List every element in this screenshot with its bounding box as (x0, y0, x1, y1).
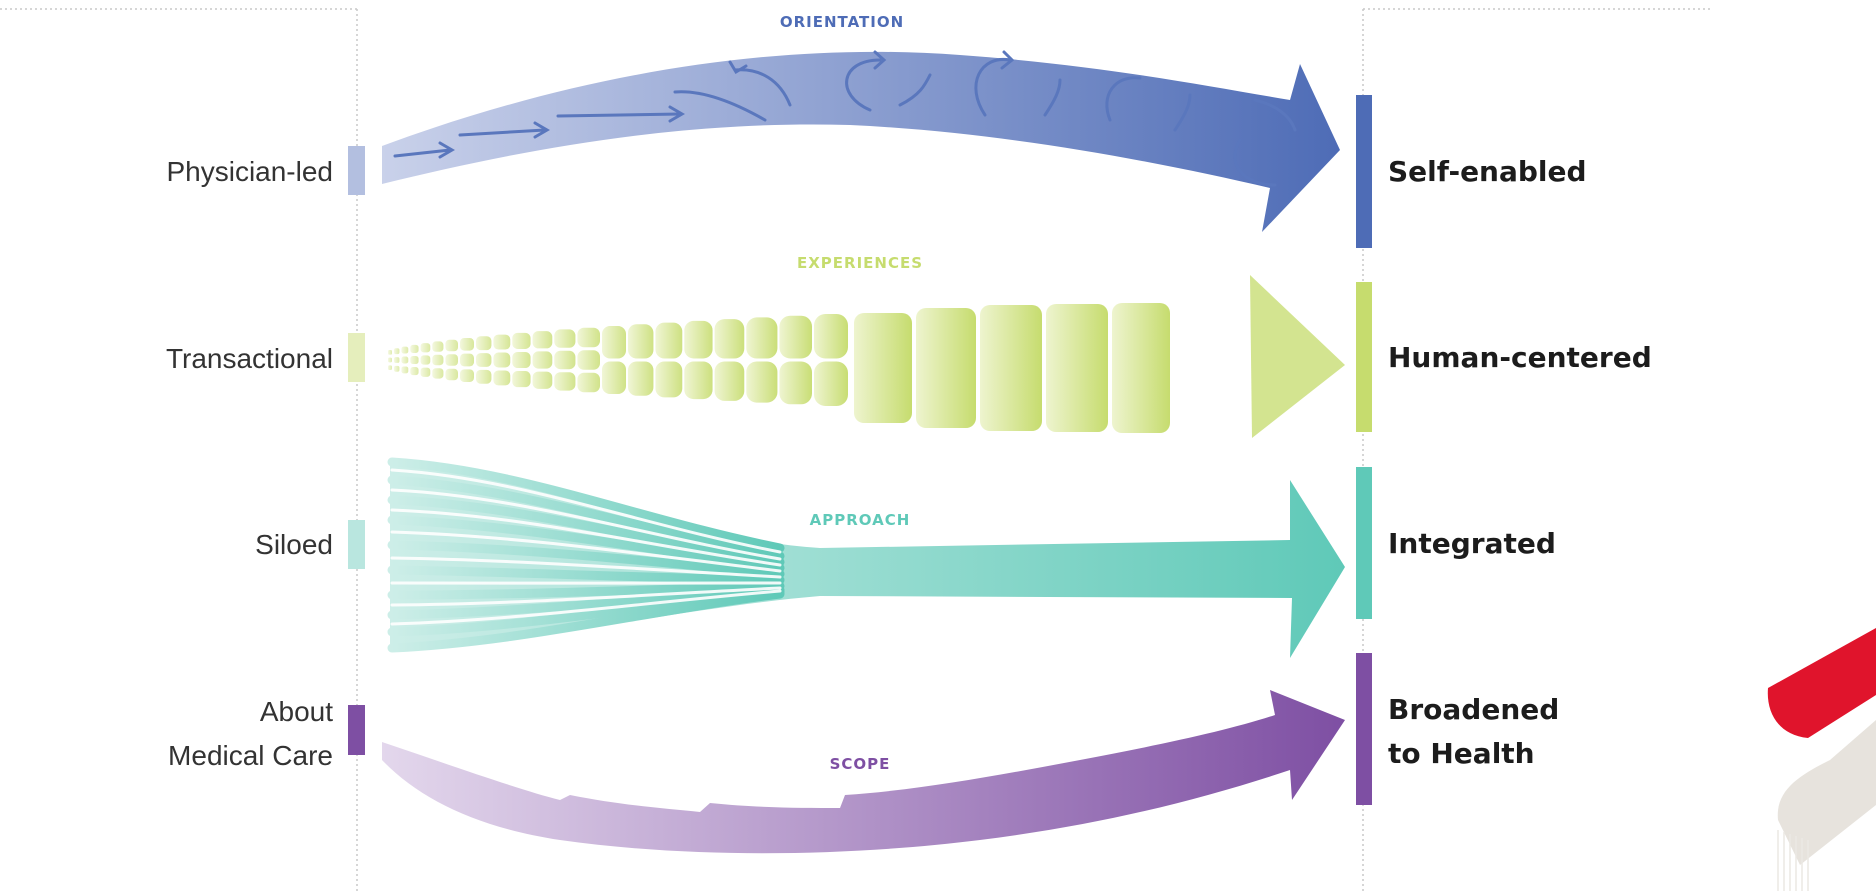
stream-title-experiences: EXPERIENCES (797, 254, 923, 272)
experience-block (577, 372, 600, 393)
label-broadened-to-health: Broadened to Health (1388, 693, 1560, 770)
left-bar-scope (348, 705, 365, 755)
experience-block (388, 357, 392, 363)
left-bars (348, 146, 365, 755)
experience-block (493, 370, 511, 386)
experience-block (394, 357, 400, 363)
experience-block (577, 350, 600, 370)
experience-block (532, 371, 553, 389)
experience-block (388, 365, 392, 370)
experience-block (814, 314, 848, 359)
experiences-arrow (388, 275, 1345, 438)
experience-block (684, 320, 713, 359)
experience-block (401, 346, 409, 354)
label-integrated: Integrated (1388, 527, 1556, 560)
experience-block (655, 361, 683, 398)
experience-block (394, 365, 400, 372)
right-bar-orientation (1356, 95, 1372, 248)
stream-title-scope: SCOPE (830, 755, 891, 773)
experience-block (854, 313, 912, 423)
experience-block (714, 319, 745, 359)
experience-block (512, 371, 531, 388)
label-about-medical-care: About Medical Care (168, 696, 333, 771)
experience-block (410, 367, 419, 376)
experience-block (493, 352, 511, 368)
experience-block (779, 361, 812, 405)
experience-block (746, 317, 778, 359)
experience-block (460, 369, 474, 382)
experience-block (628, 361, 654, 396)
experience-block (432, 341, 444, 352)
experience-block (655, 322, 683, 359)
logo-grey-lines (1777, 830, 1809, 891)
label-physician-led: Physician-led (166, 156, 333, 187)
left-bar-approach (348, 520, 365, 569)
experience-block (554, 350, 576, 370)
experience-block (554, 329, 576, 348)
experience-block (577, 327, 600, 348)
experience-block (980, 305, 1042, 431)
experience-block (410, 355, 419, 365)
experience-block (628, 324, 654, 359)
experience-block (388, 350, 392, 355)
experience-block (1046, 304, 1108, 432)
left-bar-experiences (348, 333, 365, 382)
label-self-enabled: Self-enabled (1388, 155, 1587, 188)
label-human-centered: Human-centered (1388, 341, 1652, 374)
experience-block (512, 332, 531, 349)
orientation-arrow (382, 50, 1340, 232)
experience-block (532, 351, 553, 369)
experience-block (476, 369, 492, 384)
right-bars (1356, 95, 1372, 805)
experience-block (401, 356, 409, 364)
experience-block (420, 355, 431, 365)
experience-block (445, 354, 458, 366)
experience-block (432, 368, 444, 379)
scope-arrow (382, 690, 1345, 854)
label-transactional: Transactional (165, 343, 333, 374)
experience-block (554, 372, 576, 391)
experience-block (1112, 303, 1170, 433)
experience-block (532, 331, 553, 349)
experience-block (476, 353, 492, 367)
experience-block (493, 334, 511, 350)
brand-logo (1767, 628, 1876, 891)
experience-block (779, 315, 812, 359)
approach-arrow (387, 457, 1345, 658)
experience-block (460, 353, 474, 367)
right-bar-scope (1356, 653, 1372, 805)
stream-title-orientation: ORIENTATION (780, 13, 904, 31)
experience-block (714, 361, 745, 401)
experience-block (432, 354, 444, 366)
experience-block (916, 308, 976, 428)
experience-block (394, 348, 400, 355)
experience-block (420, 343, 431, 353)
logo-grey-stripe (1777, 720, 1876, 865)
stream-title-approach: APPROACH (810, 511, 911, 529)
experience-block (746, 361, 778, 403)
experiences-arrowhead (1250, 275, 1345, 438)
label-siloed: Siloed (255, 529, 333, 560)
experience-block (602, 361, 626, 394)
experience-block (401, 366, 409, 374)
experience-block (512, 351, 531, 369)
experience-block (460, 338, 474, 351)
experience-block (445, 339, 458, 352)
experience-block (445, 368, 458, 381)
logo-red-stripe (1767, 628, 1876, 738)
experience-block (420, 367, 431, 377)
experience-block (814, 361, 848, 406)
left-bar-orientation (348, 146, 365, 195)
experience-block (602, 326, 626, 359)
right-bar-experiences (1356, 282, 1372, 432)
right-bar-approach (1356, 467, 1372, 619)
experience-block (410, 344, 419, 353)
experience-block (684, 361, 713, 400)
experience-block (476, 336, 492, 351)
